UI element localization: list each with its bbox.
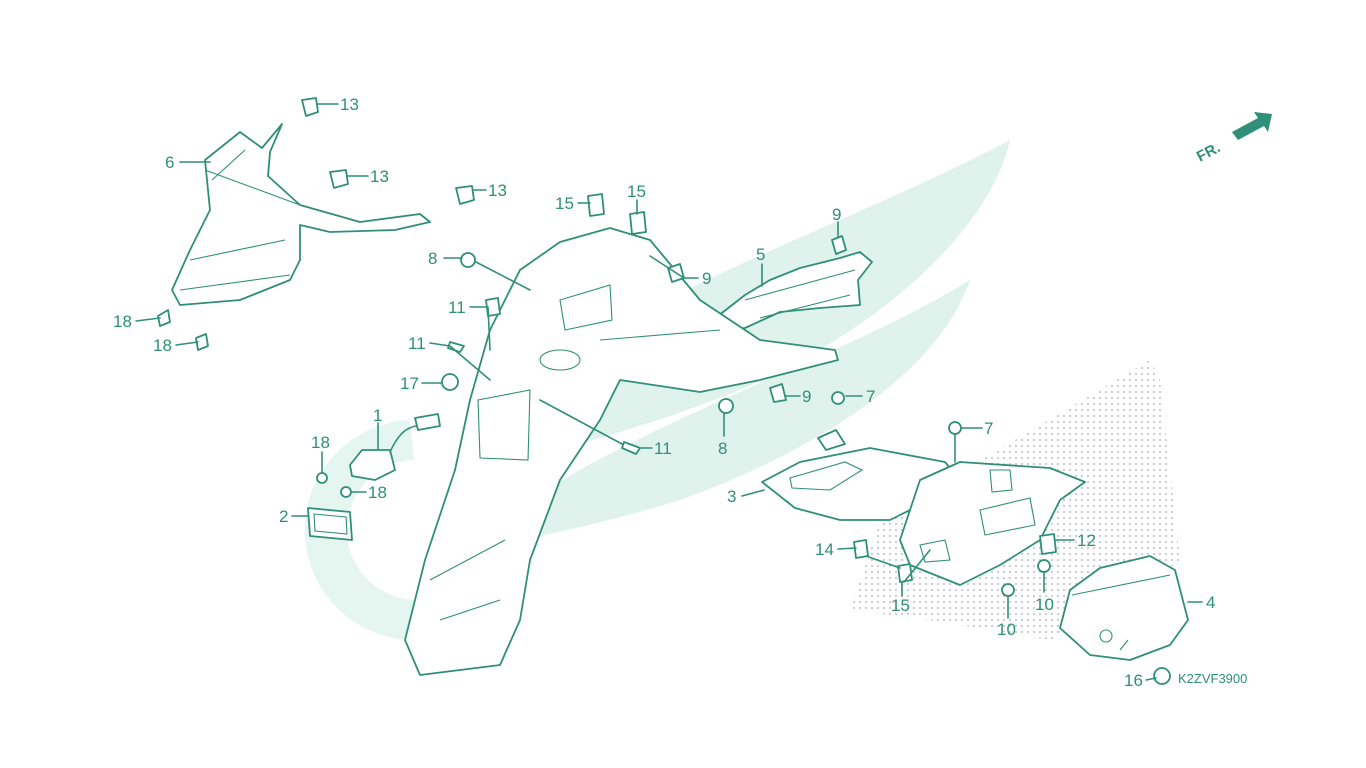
callout-18: 18: [153, 336, 172, 355]
callout-9: 9: [802, 387, 811, 406]
clip-13c-icon: [455, 185, 475, 205]
front-direction-label: FR.: [1194, 139, 1223, 165]
callout-10: 10: [1035, 595, 1054, 614]
callout-9: 9: [702, 269, 711, 288]
leader-lines: [135, 103, 1203, 681]
clip-9c-icon: [769, 383, 787, 403]
screw-18b-icon: [195, 333, 209, 351]
callout-4: 4: [1206, 593, 1215, 612]
callout-12: 12: [1077, 531, 1096, 550]
callout-10: 10: [997, 620, 1016, 639]
callout-13: 13: [340, 95, 359, 114]
callout-2: 2: [279, 507, 288, 526]
callout-11: 11: [448, 298, 466, 317]
callout-15: 15: [555, 194, 574, 213]
callout-14: 14: [815, 540, 834, 559]
screw-7b-icon: [948, 421, 962, 435]
callout-1: 1: [373, 406, 382, 425]
callout-6: 6: [165, 153, 174, 172]
callout-18: 18: [311, 433, 330, 452]
callout-9: 9: [832, 205, 841, 224]
callout-13: 13: [370, 167, 389, 186]
callout-11: 11: [408, 334, 426, 353]
callout-3: 3: [727, 487, 736, 506]
part-6-rear-cowl: [171, 123, 431, 306]
clip-13a-icon: [301, 97, 319, 117]
grommet-17-icon: [441, 373, 459, 391]
bolt-8b-icon: [718, 398, 734, 414]
callout-18: 18: [113, 312, 132, 331]
callout-15: 15: [627, 182, 646, 201]
callout-5: 5: [756, 245, 765, 264]
callout-13: 13: [488, 181, 507, 200]
bolt-8a-icon: [460, 252, 476, 268]
part-rear-fender: [404, 227, 839, 676]
fasteners: [157, 97, 1171, 685]
clip-11a-icon: [485, 297, 501, 317]
callout-7: 7: [984, 419, 993, 438]
callout-16: 16: [1124, 671, 1143, 690]
screw-18c-icon: [316, 472, 328, 484]
callout-11: 11: [654, 439, 672, 458]
grommet-10a-icon: [1037, 559, 1051, 573]
nut-15b-icon: [629, 211, 647, 235]
bolt-16-icon: [1153, 667, 1171, 685]
diagram-code: K2ZVF3900: [1178, 671, 1247, 686]
clip-12-icon: [1039, 533, 1057, 555]
callout-15: 15: [891, 596, 910, 615]
nut-15a-icon: [587, 193, 605, 217]
part-3-inner-panel: [761, 429, 961, 521]
screw-7a-icon: [831, 391, 845, 405]
part-2-reflector: [307, 507, 353, 541]
part-4-side-cover: [1059, 555, 1189, 661]
callout-8: 8: [718, 439, 727, 458]
grommet-10b-icon: [1001, 583, 1015, 597]
front-direction-arrow: FR.: [1194, 112, 1272, 166]
callout-17: 17: [400, 374, 419, 393]
nut-15c-icon: [897, 563, 913, 583]
callout-7: 7: [866, 387, 875, 406]
part-1-license-light: [349, 413, 441, 481]
callouts: 13 6 13 13 18 18 15 15 9 8 9 5 11 11 17 …: [113, 95, 1215, 690]
pin-11c-icon: [621, 441, 641, 455]
callout-8: 8: [428, 249, 437, 268]
part-5-side-rail: [699, 251, 873, 331]
screw-18d-icon: [340, 486, 352, 498]
part-tray-assembly: [899, 461, 1086, 586]
clip-13b-icon: [329, 169, 349, 189]
callout-18: 18: [368, 483, 387, 502]
screw-18a-icon: [157, 309, 171, 327]
